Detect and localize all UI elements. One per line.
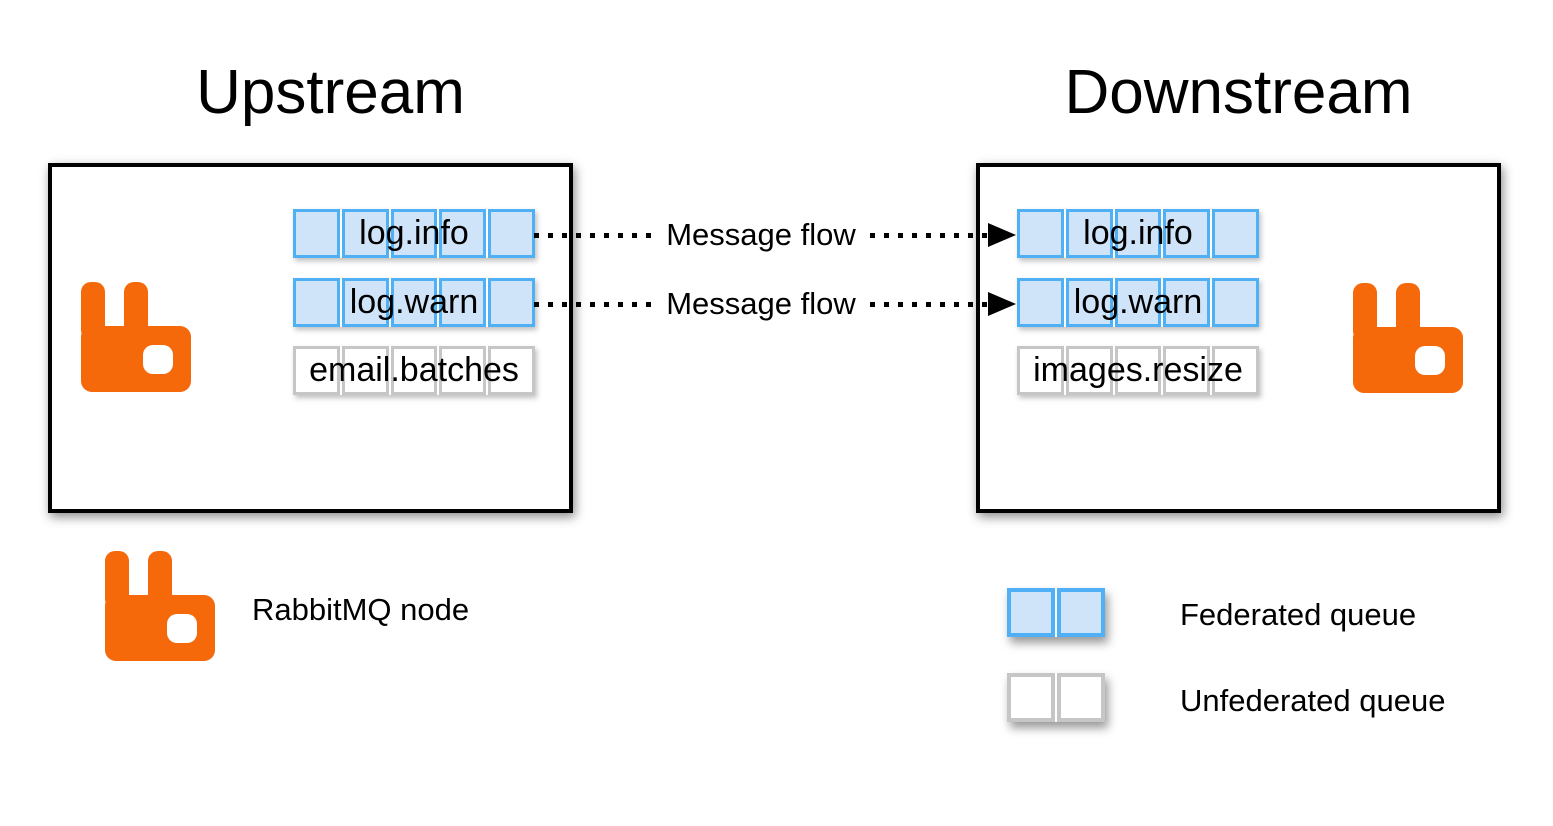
- dotted-line: [869, 232, 988, 238]
- queue-upstream-email-batches: email.batches: [293, 346, 535, 395]
- arrowhead-right-icon: [988, 223, 1016, 247]
- queue-cell: [1007, 588, 1055, 637]
- legend-federated-label: Federated queue: [1180, 597, 1417, 632]
- downstream-title: Downstream: [1064, 58, 1413, 127]
- queue-label: log.warn: [1073, 283, 1203, 321]
- queue-cell: [293, 209, 340, 258]
- queue-cell: [1065, 278, 1113, 327]
- queue-cell: [439, 209, 487, 258]
- queue-cell: [1007, 673, 1055, 722]
- legend-unfederated-label: Unfederated queue: [1180, 683, 1446, 718]
- queue-cell: [1114, 278, 1162, 327]
- queue-label: log.info: [1083, 214, 1193, 252]
- rabbitmq-logo: [81, 282, 191, 392]
- queue-cell: [341, 209, 389, 258]
- dotted-line: [534, 232, 653, 238]
- flow-label: Message flow: [666, 286, 856, 321]
- queue-cell: [293, 278, 340, 327]
- queue-downstream-log-info: log.info: [1017, 209, 1259, 258]
- queue-upstream-log-info: log.info: [293, 209, 535, 258]
- queue-cell: [488, 278, 535, 327]
- queue-label: log.info: [359, 214, 469, 252]
- message-flow-log-warn: Message flow: [534, 286, 1016, 321]
- queue-cell: [1163, 278, 1211, 327]
- queue-cell: [488, 209, 535, 258]
- queue-cell: [1212, 209, 1259, 258]
- legend-federated-swatch: [1007, 588, 1105, 637]
- queue-cell: [439, 346, 487, 395]
- queue-cell: [293, 346, 340, 395]
- queue-cell: [1057, 588, 1105, 637]
- queue-cell: [1212, 278, 1259, 327]
- queue-cell: [1114, 209, 1162, 258]
- upstream-title: Upstream: [196, 58, 465, 127]
- rabbitmq-logo: [105, 551, 215, 661]
- queue-cell: [1017, 346, 1064, 395]
- queue-label: log.warn: [349, 283, 479, 321]
- queue-cell: [1212, 346, 1259, 395]
- message-flow-log-info: Message flow: [534, 217, 1016, 252]
- queue-cell: [1163, 209, 1211, 258]
- queue-label: email.batches: [309, 351, 519, 389]
- queue-cell: [390, 209, 438, 258]
- queue-label: images.resize: [1033, 351, 1243, 389]
- dotted-line: [869, 301, 988, 307]
- dotted-line: [534, 301, 653, 307]
- queue-downstream-log-warn: log.warn: [1017, 278, 1259, 327]
- queue-cell: [1065, 346, 1113, 395]
- queue-cell: [439, 278, 487, 327]
- upstream-node-box: log.info log.warn email.batches: [48, 163, 573, 513]
- downstream-node-box: log.info log.warn images.resize: [976, 163, 1501, 513]
- queue-cell: [341, 278, 389, 327]
- queue-cell: [1017, 278, 1064, 327]
- rabbitmq-logo: [1353, 283, 1463, 393]
- queue-cell: [390, 346, 438, 395]
- queue-cell: [390, 278, 438, 327]
- queue-cell: [1163, 346, 1211, 395]
- queue-cell: [1057, 673, 1105, 722]
- arrowhead-right-icon: [988, 292, 1016, 316]
- queue-downstream-images-resize: images.resize: [1017, 346, 1259, 395]
- queue-cell: [1114, 346, 1162, 395]
- queue-upstream-log-warn: log.warn: [293, 278, 535, 327]
- legend-unfederated-swatch: [1007, 673, 1105, 722]
- queue-cell: [1065, 209, 1113, 258]
- legend-rabbitmq-node-label: RabbitMQ node: [252, 592, 470, 627]
- flow-label: Message flow: [666, 217, 856, 252]
- queue-cell: [488, 346, 535, 395]
- queue-cell: [1017, 209, 1064, 258]
- queue-cell: [341, 346, 389, 395]
